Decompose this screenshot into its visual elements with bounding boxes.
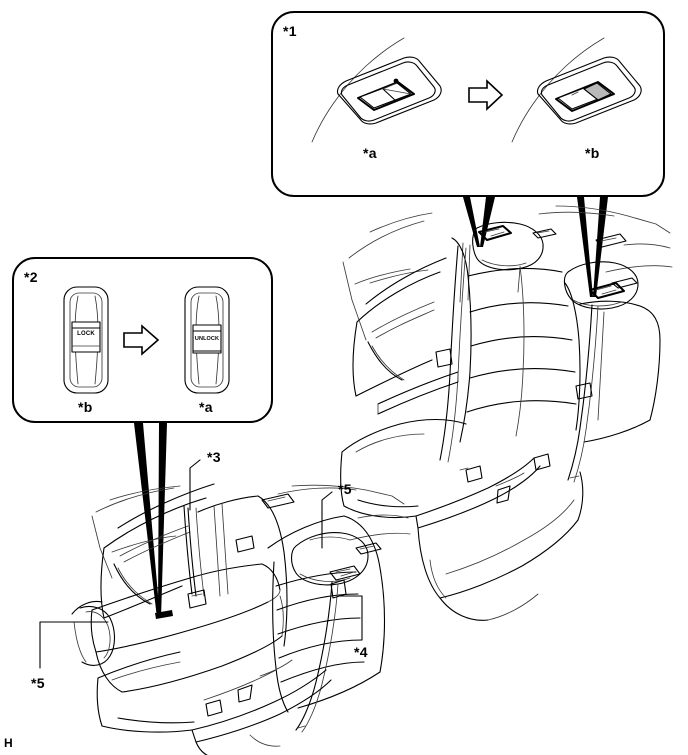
state-label-star-b-left: *b: [78, 399, 93, 415]
transition-arrow-top: [468, 79, 504, 111]
switch-graphic-star-b: [511, 37, 642, 143]
illustration-rear-seat-upper: [340, 205, 673, 621]
leader-line-star5-left: [39, 621, 109, 669]
pointer-star2-to-seat-cushion: [134, 423, 160, 618]
callout-label-star5-left: *5: [31, 675, 45, 691]
pointer-star1-to-left-switch-b: [463, 197, 480, 247]
callout-label-star5-right: *5: [338, 481, 352, 497]
lock-lever-graphic-locked: [63, 286, 109, 394]
illustration-rear-seat-lower: [71, 483, 411, 755]
pointer-star1-to-left-switch: [480, 197, 495, 247]
callout-label-star2: *2: [24, 269, 38, 285]
lock-lever-graphic-unlocked: [184, 286, 230, 394]
switch-graphic-star-a: [311, 37, 442, 143]
callout-label-star3: *3: [207, 449, 221, 465]
pointer-star2-to-seat-cushion-b: [158, 423, 167, 618]
callout-label-star1: *1: [283, 23, 297, 39]
leader-line-star3: [189, 459, 201, 511]
transition-arrow-left: [123, 324, 160, 356]
leader-line-star4: [339, 595, 363, 641]
callout-box-star1: [271, 11, 665, 197]
page-corner-letter: H: [4, 736, 13, 750]
pointer-star1-to-right-switch-b: [577, 197, 593, 297]
state-label-star-a-top: *a: [363, 145, 377, 161]
unlock-switch-text: UNLOCK: [194, 336, 220, 342]
callout-label-star4: *4: [354, 644, 368, 660]
state-label-star-a-left: *a: [199, 399, 213, 415]
pointer-star1-to-right-switch: [593, 197, 608, 297]
leader-line-star5-right: [321, 491, 333, 549]
state-label-star-b-top: *b: [585, 145, 600, 161]
lock-switch-text: LOCK: [77, 331, 95, 337]
